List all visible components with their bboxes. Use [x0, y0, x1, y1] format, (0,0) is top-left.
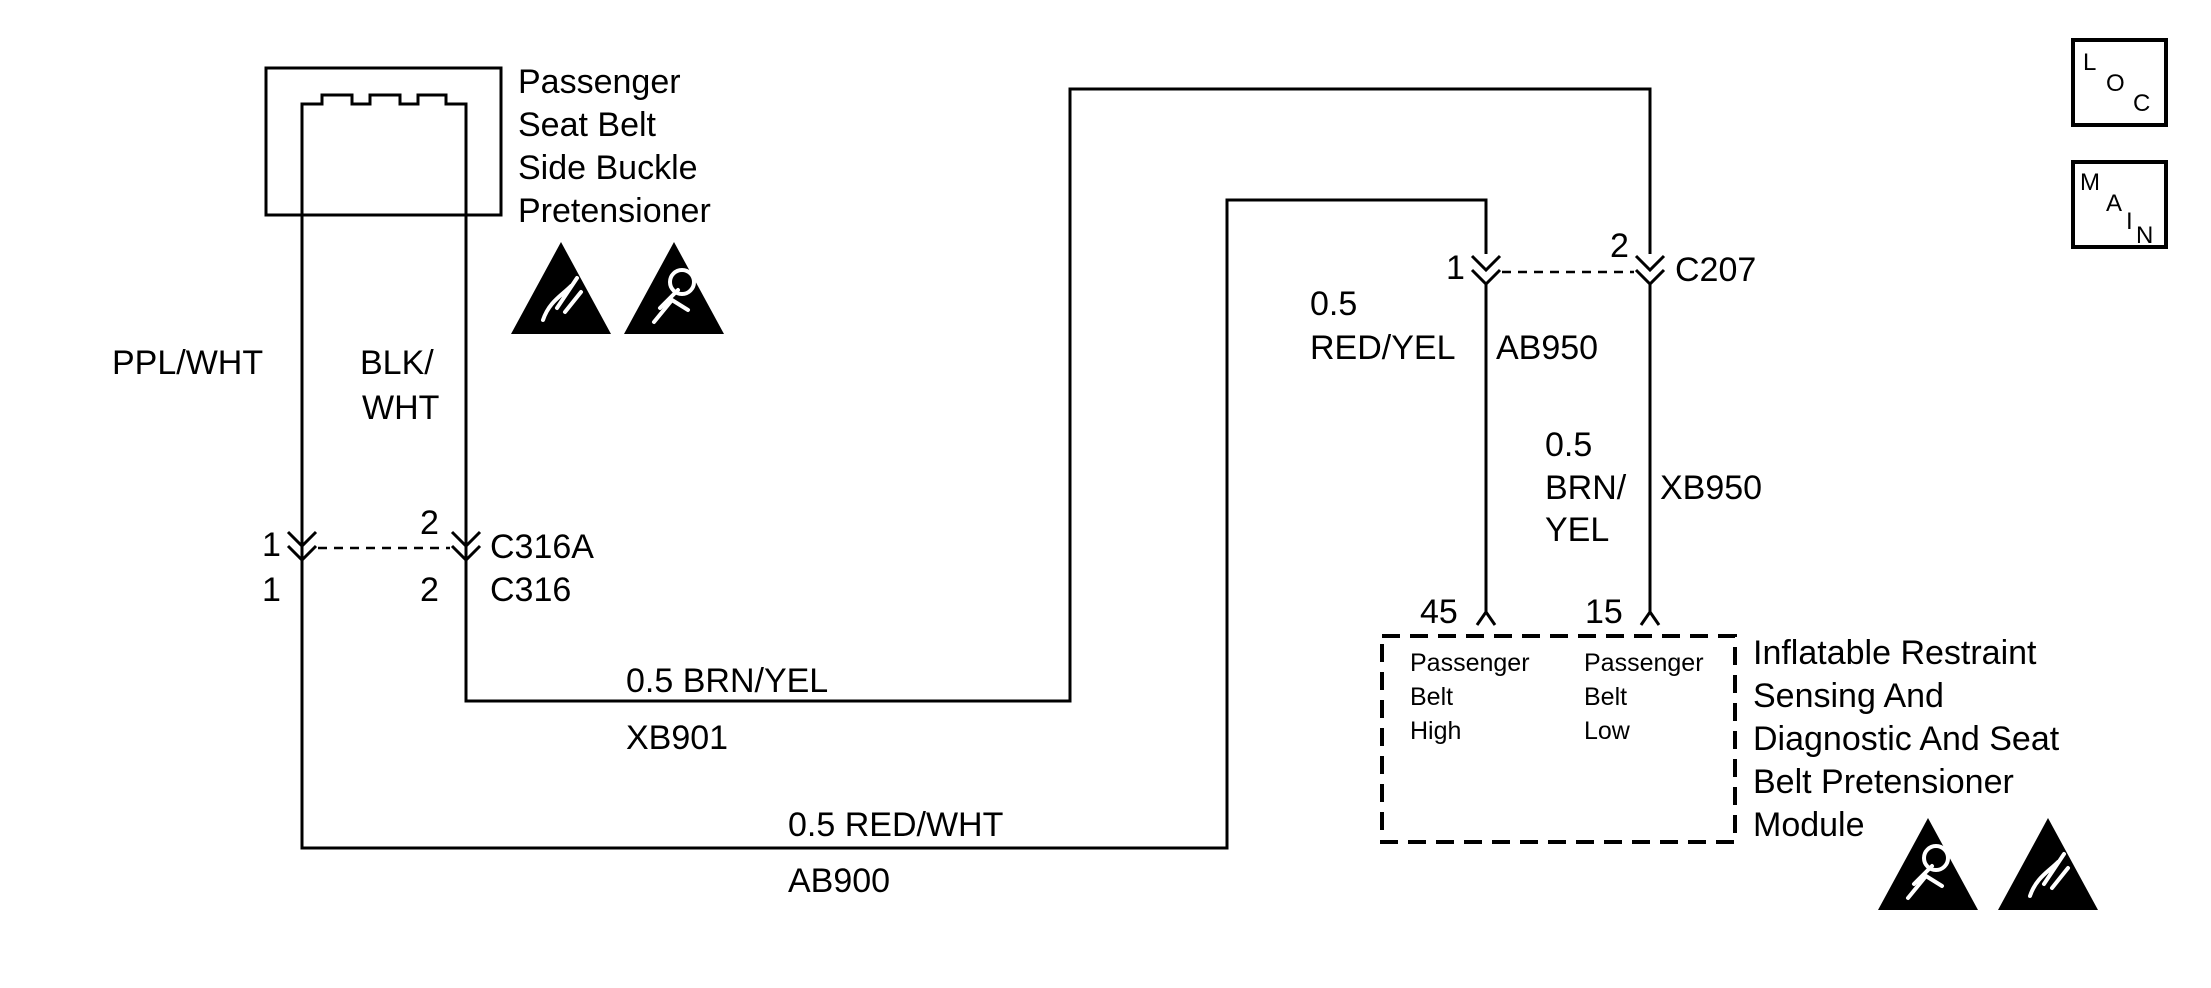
wire-label-brn-yel-line2: YEL: [1545, 511, 1609, 549]
terminal-low-line1: Passenger: [1584, 649, 1704, 677]
c207-pin-1: 1: [1446, 249, 1465, 287]
module-name-line4: Belt Pretensioner: [1753, 763, 2014, 801]
wire-label-blk-wht-line1: BLK/: [360, 344, 434, 382]
loc-letter-o: O: [2106, 70, 2125, 97]
pretensioner-name-line-4: Pretensioner: [518, 192, 711, 230]
main-letter-m: M: [2080, 169, 2100, 196]
module-pin-45-caret: [1475, 609, 1497, 626]
c316a-name: C316A: [490, 528, 594, 566]
pretensioner-box: [264, 66, 503, 217]
pretensioner-component: Passenger Seat Belt Side Buckle Pretensi…: [264, 63, 711, 230]
c316-name: C316: [490, 571, 571, 609]
c316-pin-1: 1: [262, 571, 281, 609]
pretensioner-name-line-2: Seat Belt: [518, 106, 657, 144]
c207-pin1-chevron: [1470, 254, 1502, 287]
airbag-warning-icon: [1878, 818, 1978, 910]
wire-label-ab950: AB950: [1496, 329, 1598, 367]
main-letter-i: I: [2126, 208, 2133, 235]
esd-warning-icon: [511, 242, 611, 334]
wire-label-blk-wht-line2: WHT: [362, 389, 439, 427]
terminal-low-line3: Low: [1584, 717, 1631, 745]
c316a-pin-1: 1: [262, 526, 281, 564]
wire-label-red-yel-color: RED/YEL: [1310, 329, 1456, 367]
module-pin-15-label: 15: [1585, 593, 1623, 631]
wire-label-red-yel-size: 0.5: [1310, 285, 1357, 323]
airbag-warning-icon: [624, 242, 724, 334]
module-pin-45-label: 45: [1420, 593, 1458, 631]
esd-warning-icon: [1998, 818, 2098, 910]
c207-name: C207: [1675, 251, 1756, 289]
main-letter-n: N: [2136, 222, 2153, 249]
loc-letter-l: L: [2083, 49, 2096, 76]
wire-brn-yel-xb901: [464, 87, 1652, 703]
connector-c316: 1 2 C316: [262, 571, 571, 609]
connector-c316a: 1 2 C316A: [262, 504, 594, 566]
c316a-pin-2: 2: [420, 504, 439, 542]
wire-red-wht-ab900: [300, 119, 1488, 850]
wire-label-ab900: AB900: [788, 862, 890, 900]
wire-label-red-wht: 0.5 RED/WHT: [788, 806, 1003, 844]
connector-c207: 1 2 C207: [1446, 227, 1756, 289]
loc-button[interactable]: L O C: [2071, 38, 2168, 127]
module-name-line1: Inflatable Restraint: [1753, 634, 2037, 672]
pretensioner-name-line-3: Side Buckle: [518, 149, 698, 187]
module-name-line3: Diagnostic And Seat: [1753, 720, 2060, 758]
main-button[interactable]: M A I N: [2071, 160, 2168, 249]
wire-label-brn-yel-line1: BRN/: [1545, 469, 1627, 507]
loc-letter-c: C: [2133, 90, 2150, 117]
pretensioner-contact-symbol: [300, 93, 468, 119]
terminal-high-line2: Belt: [1410, 683, 1453, 711]
terminal-low-line2: Belt: [1584, 683, 1627, 711]
main-letter-a: A: [2106, 190, 2122, 217]
wire-label-brn-yel-size: 0.5: [1545, 426, 1592, 464]
wire-label-ppl-wht: PPL/WHT: [112, 344, 263, 382]
c316a-pin2-chevron: [450, 530, 482, 563]
terminal-high-line1: Passenger: [1410, 649, 1530, 677]
module-box: [1380, 634, 1737, 844]
module-name-line5: Module: [1753, 806, 1865, 844]
wire-label-xb950: XB950: [1660, 469, 1762, 507]
terminal-high-line3: High: [1410, 717, 1461, 745]
pretensioner-name-line-1: Passenger: [518, 63, 681, 101]
wire-label-xb901: XB901: [626, 719, 728, 757]
c316-pin-2: 2: [420, 571, 439, 609]
module-pin-15-caret: [1639, 609, 1661, 626]
module-name-line2: Sensing And: [1753, 677, 1944, 715]
wire-label-brn-yel: 0.5 BRN/YEL: [626, 662, 828, 700]
c207-pin-2: 2: [1610, 227, 1629, 265]
c316a-pin1-chevron: [286, 530, 318, 563]
c207-pin2-chevron: [1634, 254, 1666, 287]
